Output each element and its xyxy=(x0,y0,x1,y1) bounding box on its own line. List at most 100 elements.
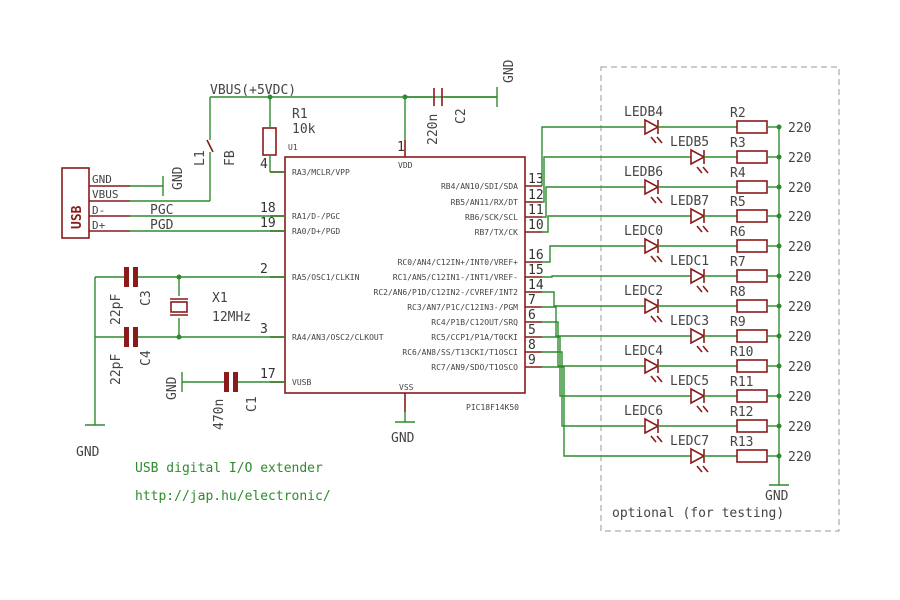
resistor-label: R11 xyxy=(730,375,753,390)
resistor-symbol xyxy=(736,359,768,373)
url: http://jap.hu/electronic/ xyxy=(135,489,331,504)
chip-pin-num-right-11: 9 xyxy=(528,353,536,368)
resistor-symbol xyxy=(736,299,768,313)
r1-name: R1 xyxy=(292,107,308,122)
chip-pin-label-left-1: RA1/D-/PGC xyxy=(292,212,340,221)
chip-vdd-num: 1 xyxy=(397,140,405,155)
led-label: LEDC3 xyxy=(670,314,709,329)
led-symbol xyxy=(644,237,660,255)
resistor-value: 220 xyxy=(788,360,811,375)
resistor-value: 220 xyxy=(788,151,811,166)
led-symbol xyxy=(690,327,706,345)
resistor-value: 220 xyxy=(788,270,811,285)
chip-pin-num-right-3: 10 xyxy=(528,218,544,233)
resistor-symbol xyxy=(736,269,768,283)
led-label: LEDC6 xyxy=(624,404,663,419)
chip-pin-num-left-3: 2 xyxy=(260,262,268,277)
chip-pin-label-right-5: RC1/AN5/C12IN1-/INT1/VREF- xyxy=(393,273,518,282)
resistor-symbol xyxy=(736,150,768,164)
optional-box xyxy=(600,66,840,532)
c2-value: 220n xyxy=(426,114,441,145)
c1-name: C1 xyxy=(245,396,260,412)
usb-gnd-label: GND xyxy=(171,166,186,190)
chip-pin-label-left-0: RA3/MCLR/VPP xyxy=(292,168,350,177)
r1-symbol xyxy=(262,127,277,156)
led-label: LEDC4 xyxy=(624,344,663,359)
chip-pin-label-left-3: RA5/OSC1/CLKIN xyxy=(292,273,360,282)
led-label: LEDB5 xyxy=(670,135,709,150)
vbus-label: VBUS(+5VDC) xyxy=(210,83,296,98)
led-label: LEDB7 xyxy=(670,194,709,209)
c4-name: C4 xyxy=(139,350,154,366)
chip-pin-num-right-4: 16 xyxy=(528,248,544,263)
resistor-label: R5 xyxy=(730,195,746,210)
optional-label: optional (for testing) xyxy=(612,506,784,521)
usb-label: USB xyxy=(70,205,85,229)
c2-name: C2 xyxy=(454,108,469,124)
led-symbol xyxy=(690,387,706,405)
resistor-label: R9 xyxy=(730,315,746,330)
net-pgc: PGC xyxy=(150,203,173,218)
vss-gnd-label: GND xyxy=(391,431,415,446)
resistor-symbol xyxy=(736,239,768,253)
chip-pin-label-right-3: RB7/TX/CK xyxy=(475,228,519,237)
resistor-value: 220 xyxy=(788,181,811,196)
chip-pin-num-left-2: 19 xyxy=(260,216,276,231)
chip-pin-num-right-10: 8 xyxy=(528,338,536,353)
c3-value: 22pF xyxy=(109,294,124,325)
chip-pin-num-right-6: 14 xyxy=(528,278,544,293)
usb-connector xyxy=(61,167,90,239)
led-symbol xyxy=(690,447,706,465)
resistor-label: R13 xyxy=(730,435,753,450)
led-symbol xyxy=(644,357,660,375)
osc-gnd-label: GND xyxy=(76,445,100,460)
resistor-symbol xyxy=(736,209,768,223)
led-label: LEDB4 xyxy=(624,105,663,120)
chip-pin-num-left-5: 17 xyxy=(260,367,276,382)
resistor-value: 220 xyxy=(788,300,811,315)
led-symbol xyxy=(690,207,706,225)
chip-pin-num-right-2: 11 xyxy=(528,203,544,218)
led-label: LEDB6 xyxy=(624,165,663,180)
usb-pin-dplus: D+ xyxy=(92,219,106,232)
chip-pin-num-right-9: 5 xyxy=(528,323,536,338)
resistor-value: 220 xyxy=(788,390,811,405)
c2-gnd-label: GND xyxy=(502,59,517,83)
resistor-symbol xyxy=(736,180,768,194)
led-symbol xyxy=(690,148,706,166)
c4-value: 22pF xyxy=(109,354,124,385)
resistor-label: R10 xyxy=(730,345,753,360)
chip-left-pins: RA3/MCLR/VPP4RA1/D-/PGC18RA0/D+/PGD19RA5… xyxy=(260,157,384,387)
led-symbol xyxy=(644,417,660,435)
chip-pin-label-right-9: RC5/CCP1/P1A/T0CKI xyxy=(431,333,518,342)
resistor-symbol xyxy=(736,329,768,343)
resistor-symbol xyxy=(736,449,768,463)
chip-pin-label-right-10: RC6/AN8/SS/T13CKI/T1OSCI xyxy=(402,348,518,357)
chip-pin-num-left-0: 4 xyxy=(260,157,268,172)
led-symbol xyxy=(644,297,660,315)
c1-value: 470n xyxy=(212,399,227,430)
c1-gnd-label: GND xyxy=(165,376,180,400)
led-label: LEDC5 xyxy=(670,374,709,389)
chip-pin-label-right-7: RC3/AN7/P1C/C12IN3-/PGM xyxy=(407,303,518,312)
chip-pin-label-right-1: RB5/AN11/RX/DT xyxy=(451,198,519,207)
chip-pin-num-left-4: 3 xyxy=(260,322,268,337)
resistor-label: R4 xyxy=(730,166,746,181)
chip-pin-label-right-2: RB6/SCK/SCL xyxy=(465,213,518,222)
chip-pin-label-right-11: RC7/AN9/SDO/T1OSCO xyxy=(431,363,518,372)
chip-pin-label-right-0: RB4/AN10/SDI/SDA xyxy=(441,182,518,191)
chip-pin-num-right-7: 7 xyxy=(528,293,536,308)
chip-pin-label-right-8: RC4/P1B/C12OUT/SRQ xyxy=(431,318,518,327)
l1-name: L1 xyxy=(193,150,208,166)
usb-pin-gnd: GND xyxy=(92,173,112,186)
c3-name: C3 xyxy=(139,290,154,306)
led-gnd-label: GND xyxy=(765,489,789,504)
chip-pin-label-right-4: RC0/AN4/C12IN+/INT0/VREF+ xyxy=(398,258,519,267)
led-label: LEDC1 xyxy=(670,254,709,269)
r1-value: 10k xyxy=(292,122,316,137)
resistor-label: R7 xyxy=(730,255,746,270)
resistor-value: 220 xyxy=(788,121,811,136)
net-pgd: PGD xyxy=(150,218,174,233)
